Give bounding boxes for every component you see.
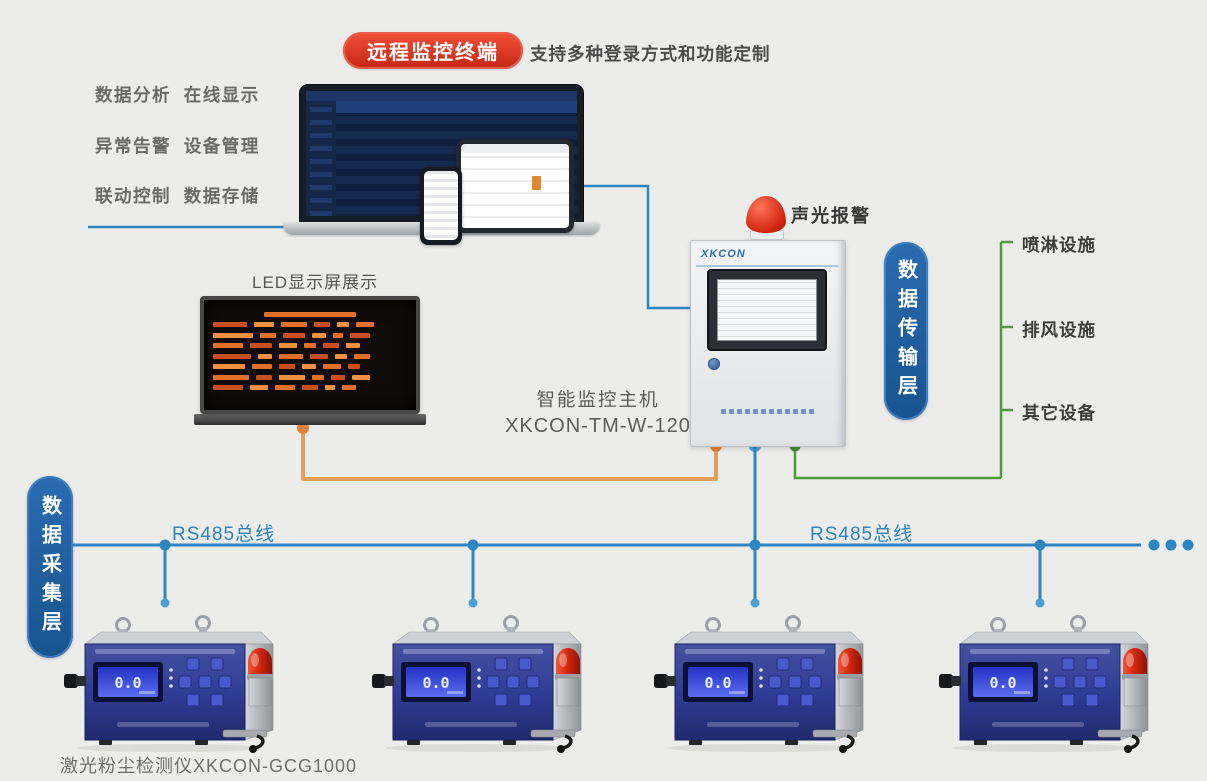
dust-detector-device: 0.0 — [63, 614, 283, 754]
device-lcd — [406, 667, 466, 697]
device-cable — [254, 734, 265, 750]
device-keypad — [1053, 657, 1107, 707]
rs485-label-right: RS485总线 — [810, 524, 914, 545]
device-keypad — [178, 657, 232, 707]
feature-item-3: 联动控制 数据存储 — [95, 186, 260, 206]
dust-detector-illustration: 0.0 — [939, 615, 1149, 753]
device-lcd — [98, 667, 158, 697]
lifting-hook-icon — [195, 615, 211, 631]
device-display-value: 0.0 — [422, 674, 449, 692]
tablet-highlight-cell — [532, 175, 542, 190]
remote-terminal-badge: 远程监控终端 — [343, 32, 523, 69]
dust-detector-device: 0.0 — [653, 614, 873, 754]
bus-node-4 — [1034, 539, 1046, 551]
device-display-value: 0.0 — [989, 674, 1016, 692]
laptop-ui-sidebar — [306, 101, 336, 216]
collection-layer-badge: 数据采集层 — [27, 476, 73, 658]
led-display-shelf — [194, 414, 426, 425]
drop-end-3 — [750, 598, 760, 608]
dust-detector-device: 0.0 — [938, 614, 1158, 754]
led-display-rows — [213, 311, 407, 390]
laptop-ui-topbar — [306, 91, 577, 101]
cabinet-hmi-screen — [707, 269, 827, 351]
cabinet-brand-logo: XKCON — [701, 248, 746, 260]
phone-device — [420, 167, 462, 245]
lifting-hook-icon — [423, 617, 439, 633]
bus-node-3 — [749, 539, 761, 551]
feature-item-1: 数据分析 在线显示 — [95, 85, 260, 105]
device-footer-strip — [117, 722, 209, 727]
transmission-layer-badge: 数据传输层 — [884, 242, 928, 420]
header-subtitle: 支持多种登录方式和功能定制 — [530, 44, 771, 64]
actuator-tree-ticks — [1001, 240, 1013, 412]
device-cable — [1129, 734, 1140, 750]
device-probe — [939, 674, 953, 688]
bus-drop-lines — [163, 545, 1042, 600]
device-probe — [654, 674, 668, 688]
cabinet-to-actuators-link — [793, 447, 1001, 480]
alarm-label: 声光报警 — [791, 206, 871, 226]
bus-ellipsis-dot — [1165, 539, 1177, 551]
lifting-hook-icon — [1070, 615, 1086, 631]
tablet-device — [456, 139, 574, 233]
device-title-strip — [403, 649, 543, 654]
device-lcd — [973, 667, 1033, 697]
bus-node-1 — [159, 539, 171, 551]
device-alarm-beacon-icon — [556, 648, 580, 674]
actuator-other: 其它设备 — [1022, 403, 1096, 423]
drop-end-1 — [160, 598, 170, 608]
host-name: 智能监控主机 — [536, 389, 660, 410]
lifting-hook-icon — [785, 615, 801, 631]
led-display-label: LED显示屏展示 — [252, 273, 379, 292]
lifting-hook-icon — [705, 617, 721, 633]
device-cable — [562, 734, 573, 750]
device-title-strip — [970, 649, 1110, 654]
device-alarm-beacon-icon — [248, 648, 272, 674]
device-display-value: 0.0 — [704, 674, 731, 692]
device-footer-strip — [707, 722, 799, 727]
lifting-hook-icon — [503, 615, 519, 631]
drop-end-4 — [1035, 598, 1045, 608]
actuator-exhaust: 排风设施 — [1022, 320, 1096, 340]
actuator-spray: 喷淋设施 — [1022, 235, 1096, 255]
bus-ellipsis-dot — [1148, 539, 1160, 551]
cabinet-company-text — [721, 409, 815, 414]
dust-detector-illustration: 0.0 — [654, 615, 864, 753]
host-model: XKCON-TM-W-120 — [505, 415, 691, 437]
device-alarm-beacon-icon — [838, 648, 862, 674]
dust-detector-device: 0.0 — [371, 614, 591, 754]
lifting-hook-icon — [990, 617, 1006, 633]
phone-screen — [424, 171, 458, 240]
device-title-strip — [95, 649, 235, 654]
device-lcd — [688, 667, 748, 697]
lifting-hook-icon — [115, 617, 131, 633]
led-display-board — [200, 296, 420, 414]
terminal-to-cabinet-link — [574, 184, 690, 310]
cabinet-power-button — [709, 359, 719, 369]
device-cable — [844, 734, 855, 750]
device-probe — [372, 674, 386, 688]
dust-detector-illustration: 0.0 — [64, 615, 274, 753]
device-probe — [64, 674, 78, 688]
host-label: 智能监控主机 XKCON-TM-W-120 — [498, 386, 698, 438]
tablet-screen — [461, 144, 569, 228]
device-footer-strip — [425, 722, 517, 727]
bus-node-2 — [467, 539, 479, 551]
bus-ellipsis-dot — [1182, 539, 1194, 551]
cabinet-hmi-screen-content — [717, 279, 817, 341]
dust-detector-illustration: 0.0 — [372, 615, 582, 753]
drop-end-2 — [468, 598, 478, 608]
rs485-label-left: RS485总线 — [172, 524, 276, 545]
feature-item-2: 异常告警 设备管理 — [95, 136, 260, 156]
device-alarm-beacon-icon — [1123, 648, 1147, 674]
device-title-strip — [685, 649, 825, 654]
device-footer-strip — [992, 722, 1084, 727]
detector-model-label: 激光粉尘检测仪XKCON-GCG1000 — [60, 756, 358, 776]
device-keypad — [486, 657, 540, 707]
device-display-value: 0.0 — [114, 674, 141, 692]
monitoring-host-cabinet: XKCON — [690, 240, 846, 447]
cabinet-brand-rule — [696, 265, 838, 267]
device-keypad — [768, 657, 822, 707]
alarm-beacon-icon — [746, 196, 786, 233]
